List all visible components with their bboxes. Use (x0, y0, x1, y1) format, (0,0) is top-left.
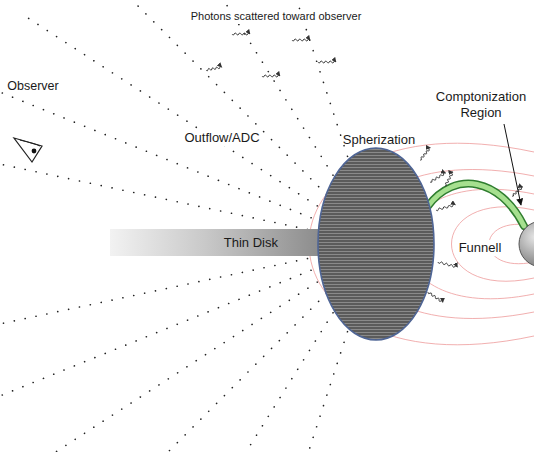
outflow-dot-line (0, 270, 311, 401)
neutron-star (519, 221, 534, 267)
accretion-column (428, 184, 524, 226)
thin-disk-band: Thin Disk (110, 229, 320, 256)
photon (428, 292, 443, 302)
outflow-dot-line (0, 259, 308, 332)
outflow-dot-line (24, 282, 318, 452)
photon (232, 33, 250, 35)
outflow-dot-line (246, 311, 354, 452)
photon (445, 172, 453, 186)
text-label: Comptonization Region (431, 89, 531, 120)
outflow-dot-line (79, 293, 326, 452)
photon (438, 262, 457, 267)
magnetic-field-line (309, 143, 534, 345)
text-label: Photons scattered toward observer (189, 10, 364, 23)
annotation-label: Observer (5, 79, 60, 94)
text-label: Outflow/ADC (182, 130, 261, 146)
photon (436, 204, 455, 211)
outflow-dot-line (79, 0, 326, 195)
node-label: Thin Disk (224, 235, 278, 251)
annotation-label: Outflow/ADC (182, 130, 261, 146)
node-label: Spherization (316, 132, 436, 148)
outflow-dots (0, 0, 354, 452)
outflow-dot-line (0, 87, 311, 218)
outflow-dot-line (24, 15, 318, 206)
annotation-label: Funnell (457, 240, 504, 256)
photon (318, 61, 336, 63)
outflow-dot-line (153, 0, 338, 185)
outflow-dot-line (153, 303, 338, 452)
accretion-column-fill (428, 184, 524, 226)
photon (420, 148, 430, 160)
photon (430, 173, 446, 183)
photon (262, 75, 280, 77)
photon (206, 66, 222, 70)
outflow-dot-line (0, 157, 308, 230)
photon (292, 39, 310, 41)
annotation-label: Comptonization Region (431, 89, 531, 120)
text-label: Funnell (457, 240, 504, 256)
field-lines (309, 143, 534, 345)
spherization-ellipse (316, 132, 436, 343)
outflow-dot-line (246, 0, 354, 177)
annotation-label: Photons scattered toward observer (189, 10, 364, 23)
observer-eye (14, 138, 42, 162)
leader-arrow (504, 124, 521, 205)
text-label: Observer (5, 79, 60, 94)
spherization-region: Spherization (316, 132, 436, 343)
